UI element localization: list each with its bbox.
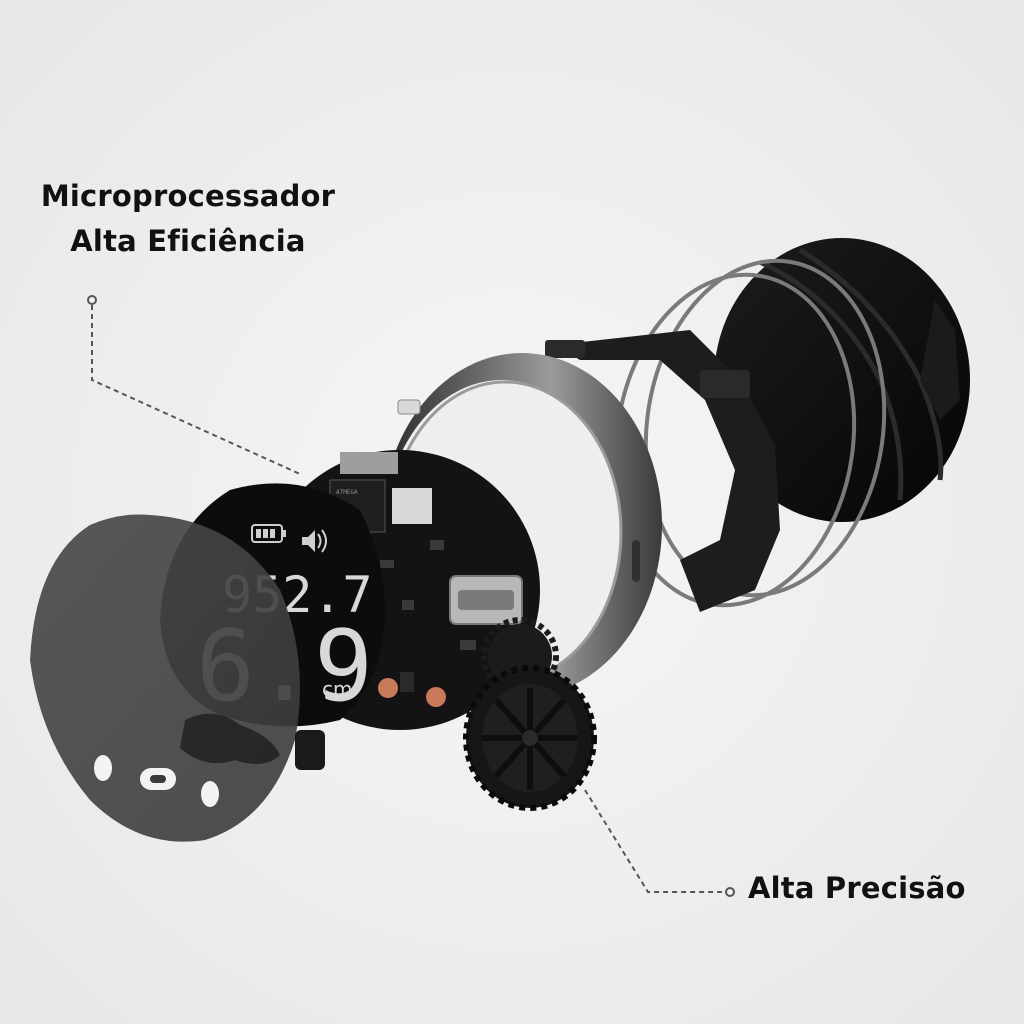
back-cover — [714, 238, 970, 522]
button-left — [378, 678, 398, 698]
callout-precision: Alta Precisão — [748, 866, 988, 911]
callout-bottom-line1: Alta Precisão — [748, 871, 966, 905]
battery-icon — [251, 524, 283, 543]
leader-line-top — [87, 295, 301, 475]
callout-top-line2: Alta Eficiência — [70, 223, 306, 258]
callout-top-line1: Microprocessador — [40, 179, 336, 213]
sound-icon — [302, 530, 315, 552]
leader-line-bottom — [584, 789, 735, 897]
front-lens — [30, 514, 325, 842]
callout-microprocessor: Microprocessador Alta Eficiência — [28, 174, 348, 264]
unit-label: cm — [322, 677, 352, 701]
button-right — [426, 687, 446, 707]
measuring-wheel — [463, 665, 597, 811]
svg-text:ATMEGA: ATMEGA — [336, 489, 358, 496]
